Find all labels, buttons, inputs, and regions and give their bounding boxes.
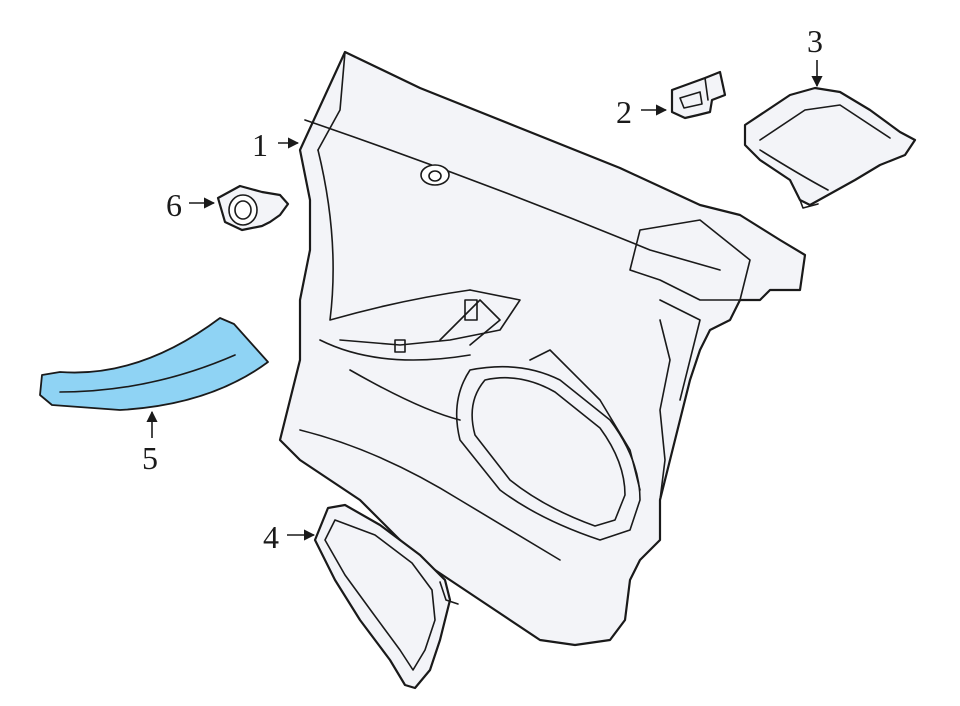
part-1-quarter-trim-panel[interactable] (278, 50, 807, 647)
callout-2: 2 (616, 94, 632, 130)
callout-4: 4 (263, 519, 279, 555)
part-2-clip[interactable] (670, 70, 727, 120)
callout-1: 1 (252, 127, 268, 163)
part-3-cover[interactable] (743, 86, 917, 209)
part-4-insert-panel[interactable] (313, 503, 459, 690)
part-5-trim-strip[interactable] (39, 317, 269, 411)
callout-3: 3 (807, 23, 823, 59)
part-6-grommet[interactable] (216, 184, 290, 232)
callout-5: 5 (142, 440, 158, 476)
callout-6: 6 (166, 187, 182, 223)
